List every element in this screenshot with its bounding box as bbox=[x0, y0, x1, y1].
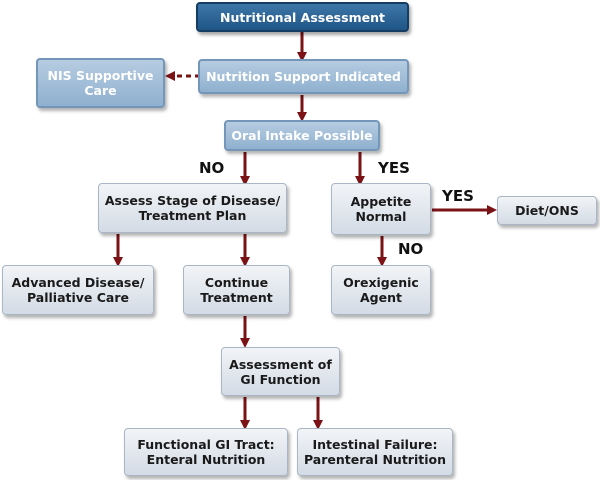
label-oral-no: NO bbox=[199, 159, 225, 177]
node-orexigenic-agent: Orexigenic Agent bbox=[331, 265, 431, 315]
node-oral-intake-possible: Oral Intake Possible bbox=[224, 120, 380, 151]
node-diet-ons: Diet/ONS bbox=[497, 196, 597, 225]
node-assessment-gi-function: Assessment of GI Function bbox=[221, 347, 340, 396]
node-functional-gi-tract: Functional GI Tract: Enteral Nutrition bbox=[124, 428, 288, 476]
node-intestinal-failure: Intestinal Failure: Parenteral Nutrition bbox=[297, 428, 453, 476]
label-appetite-yes: YES bbox=[442, 187, 474, 205]
label-appetite-no: NO bbox=[398, 240, 424, 258]
node-nutrition-support-indicated: Nutrition Support Indicated bbox=[198, 59, 409, 94]
node-assess-stage-of-disease: Assess Stage of Disease/ Treatment Plan bbox=[98, 183, 287, 233]
node-nis-supportive-care: NIS Supportive Care bbox=[36, 58, 165, 108]
node-advanced-disease: Advanced Disease/ Palliative Care bbox=[2, 265, 154, 315]
label-oral-yes: YES bbox=[378, 159, 410, 177]
node-continue-treatment: Continue Treatment bbox=[183, 265, 290, 315]
node-nutritional-assessment: Nutritional Assessment bbox=[196, 2, 409, 32]
node-appetite-normal: Appetite Normal bbox=[331, 183, 431, 235]
